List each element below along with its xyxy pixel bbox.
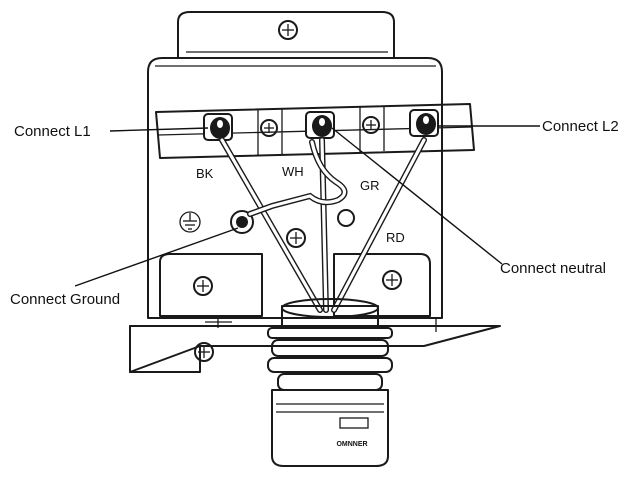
strain-relief: OMNNER: [267, 298, 393, 467]
wire-label-gr: GR: [360, 178, 380, 193]
ground-screw-icon: [230, 210, 254, 234]
bottom-ledge: [129, 316, 501, 373]
leader-ground: [74, 227, 239, 287]
wire-red: [331, 137, 427, 313]
leader-neutral: [331, 127, 503, 265]
callout-connect-l1: Connect L1: [14, 123, 91, 140]
block-screw-left-icon: [260, 119, 278, 137]
plate-hole-icon: [337, 209, 355, 227]
wire-black: [219, 137, 323, 313]
ground-symbol-icon: [179, 211, 201, 233]
callout-connect-neutral: Connect neutral: [500, 260, 606, 277]
leader-l1: [109, 127, 209, 132]
terminal-screw-neutral-icon: [305, 111, 335, 139]
wire-green: [247, 139, 348, 217]
block-screw-right-icon: [362, 116, 380, 134]
plate-screw-center-icon: [286, 228, 306, 248]
wire-label-bk: BK: [196, 166, 214, 181]
back-plate: [147, 57, 443, 319]
terminal-block: [155, 103, 475, 159]
lower-recess-right: [333, 253, 431, 317]
callout-connect-ground: Connect Ground: [10, 291, 120, 308]
top-mounting-tab: [177, 11, 395, 59]
top-screw-icon: [278, 20, 298, 40]
plate-screw-lower-left-icon: [193, 276, 213, 296]
terminal-screw-l1-icon: [203, 113, 233, 141]
callout-connect-l2: Connect L2: [542, 118, 619, 135]
plate-screw-lower-right-icon: [382, 270, 402, 290]
ledge-screw-icon: [194, 342, 214, 362]
wire-label-rd: RD: [386, 230, 405, 245]
product-label: OMNNER: [336, 441, 367, 448]
terminal-screw-l2-icon: [409, 109, 439, 137]
lower-recess-left: [159, 253, 263, 317]
wire-label-wh: WH: [282, 164, 304, 179]
